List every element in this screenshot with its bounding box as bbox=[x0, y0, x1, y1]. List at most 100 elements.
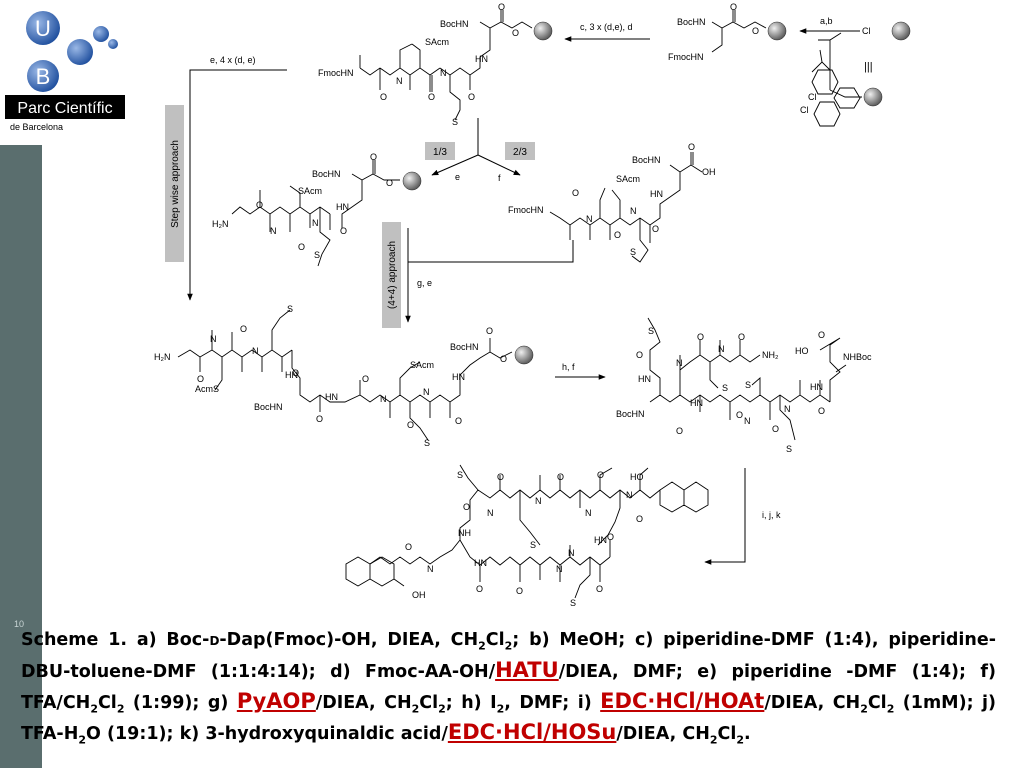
label-s-2: S bbox=[452, 117, 458, 127]
edc-hosu-link[interactable]: EDC·HCl/HOSu bbox=[447, 720, 617, 744]
label-oh-7: OH bbox=[412, 590, 426, 600]
label-n-2a: N bbox=[396, 76, 403, 86]
caption-text-4: ; b) MeOH; c) piperidine-DMF (1:4), pipe… bbox=[21, 630, 996, 682]
label-o-7j: O bbox=[607, 532, 614, 542]
caption-d-prefix: D bbox=[209, 634, 220, 648]
caption-text-1: Scheme 1. a) Boc- bbox=[21, 630, 210, 650]
label-bochn-3: BocHN bbox=[312, 169, 341, 179]
label-o-1: O bbox=[730, 2, 737, 12]
label-o-7d: O bbox=[597, 470, 604, 480]
label-o-2d: O bbox=[428, 92, 435, 102]
label-ho-7: HO bbox=[630, 472, 644, 482]
caption-sub: 2 bbox=[886, 702, 895, 716]
label-n-7b: N bbox=[535, 496, 542, 506]
label-n-7f: N bbox=[556, 564, 563, 574]
label-n-2b: N bbox=[440, 68, 447, 78]
caption-sub: 2 bbox=[78, 733, 86, 747]
label-o-2: O bbox=[498, 2, 505, 12]
label-h-f: h, f bbox=[562, 362, 575, 372]
label-n-3a: N bbox=[270, 226, 277, 236]
pyaop-link[interactable]: PyAOP bbox=[236, 689, 316, 713]
hatu-link[interactable]: HATU bbox=[495, 658, 559, 682]
label-cl-trityl-2: Cl bbox=[800, 105, 809, 115]
scheme-caption: Scheme 1. a) Boc-D-Dap(Fmoc)-OH, DIEA, C… bbox=[21, 626, 996, 749]
label-o-4e: O bbox=[652, 224, 659, 234]
caption-text-13: Cl bbox=[867, 693, 887, 713]
label-hn-6b: HN bbox=[690, 398, 703, 408]
label-n-5b: N bbox=[252, 346, 259, 356]
label-o-6h: O bbox=[818, 330, 825, 340]
caption-text-10: ; h) I bbox=[445, 693, 497, 713]
caption-sub: 2 bbox=[860, 702, 868, 716]
resin-bead-3 bbox=[767, 21, 787, 41]
label-sacm-5: SAcm bbox=[410, 360, 434, 370]
logo-circle-b bbox=[27, 60, 59, 92]
label-o-4c: O bbox=[572, 188, 579, 198]
resin-bead-6 bbox=[514, 345, 534, 365]
label-s-4: S bbox=[630, 247, 636, 257]
resin-bead-5 bbox=[402, 171, 422, 191]
label-o-7a: O bbox=[463, 502, 470, 512]
label-n-6b: N bbox=[718, 344, 725, 354]
caption-text-11: , DMF; i) bbox=[504, 693, 601, 713]
label-o-5d: O bbox=[316, 414, 323, 424]
label-n-7d: N bbox=[626, 490, 633, 500]
label-s-5a: S bbox=[287, 304, 293, 314]
label-oh-4: OH bbox=[702, 167, 716, 177]
label-o-7c: O bbox=[557, 472, 564, 482]
logo-name: Parc Científic bbox=[17, 100, 112, 117]
logo-subtitle: de Barcelona bbox=[10, 122, 63, 132]
four-plus-four-approach-box bbox=[382, 222, 401, 328]
label-sacm-2: SAcm bbox=[425, 37, 449, 47]
label-s-6d: S bbox=[786, 444, 792, 454]
label-o-5h: O bbox=[486, 326, 493, 336]
caption-sub: 2 bbox=[438, 702, 446, 716]
label-bochn-2: BocHN bbox=[440, 19, 469, 29]
label-h2n-3: H₂N bbox=[212, 219, 229, 229]
label-s-5b: S bbox=[424, 438, 430, 448]
label-bochn-4: BocHN bbox=[632, 155, 661, 165]
label-cl-trityl-1: Cl bbox=[808, 92, 817, 102]
label-o-4: O bbox=[688, 142, 695, 152]
four-plus-four-approach-label: (4+4) approach bbox=[387, 241, 398, 309]
label-n-7c: N bbox=[585, 508, 592, 518]
label-n-6d: N bbox=[784, 404, 791, 414]
caption-sub: 2 bbox=[478, 639, 486, 653]
caption-text-15: O (19:1); k) 3-hydroxyquinaldic acid/ bbox=[86, 724, 448, 744]
label-o-2b: O bbox=[512, 28, 519, 38]
caption-text-5: /DIEA, DMF; e) piperidine -DMF (1:4); f)… bbox=[21, 662, 997, 713]
label-o-5c: O bbox=[292, 368, 299, 378]
label-sacm-3: SAcm bbox=[298, 186, 322, 196]
label-sacm-4: SAcm bbox=[616, 174, 640, 184]
label-o-5b: O bbox=[240, 324, 247, 334]
caption-text-3: Cl bbox=[485, 630, 505, 650]
caption-sub: 2 bbox=[736, 733, 745, 747]
caption-sub: 2 bbox=[709, 733, 718, 747]
label-s-6c: S bbox=[745, 380, 751, 390]
label-nhboc-6: NHBoc bbox=[843, 352, 872, 362]
label-o-6a: O bbox=[636, 350, 643, 360]
label-fmochn-1: FmocHN bbox=[668, 52, 704, 62]
sidebar-band bbox=[0, 145, 42, 768]
logo-circle-tiny bbox=[108, 39, 118, 49]
label-n-5a: N bbox=[210, 334, 217, 344]
stepwise-approach-box bbox=[165, 105, 184, 262]
edc-hoat-link[interactable]: EDC·HCl/HOAt bbox=[600, 689, 765, 713]
label-h2n-5: H₂N bbox=[154, 352, 171, 362]
resin-bead-2 bbox=[891, 21, 911, 41]
arrow-i-j-k bbox=[704, 468, 746, 565]
label-bochn-6: BocHN bbox=[616, 409, 645, 419]
label-o-1b: O bbox=[752, 26, 759, 36]
label-hn-6a: HN bbox=[638, 374, 651, 384]
label-hn-5b: HN bbox=[325, 392, 338, 402]
label-o-5a: O bbox=[197, 374, 204, 384]
caption-text-12: /DIEA, CH bbox=[764, 693, 861, 713]
label-o-2c: O bbox=[380, 92, 387, 102]
logo-letter-b: B bbox=[36, 64, 51, 89]
label-e-d-e: e, 4 x (d, e) bbox=[210, 55, 256, 65]
label-f: f bbox=[498, 173, 501, 183]
label-o-7g: O bbox=[476, 584, 483, 594]
label-n-5c: N bbox=[380, 394, 387, 404]
label-nh-7: NH bbox=[458, 528, 471, 538]
label-o-6e: O bbox=[736, 410, 743, 420]
